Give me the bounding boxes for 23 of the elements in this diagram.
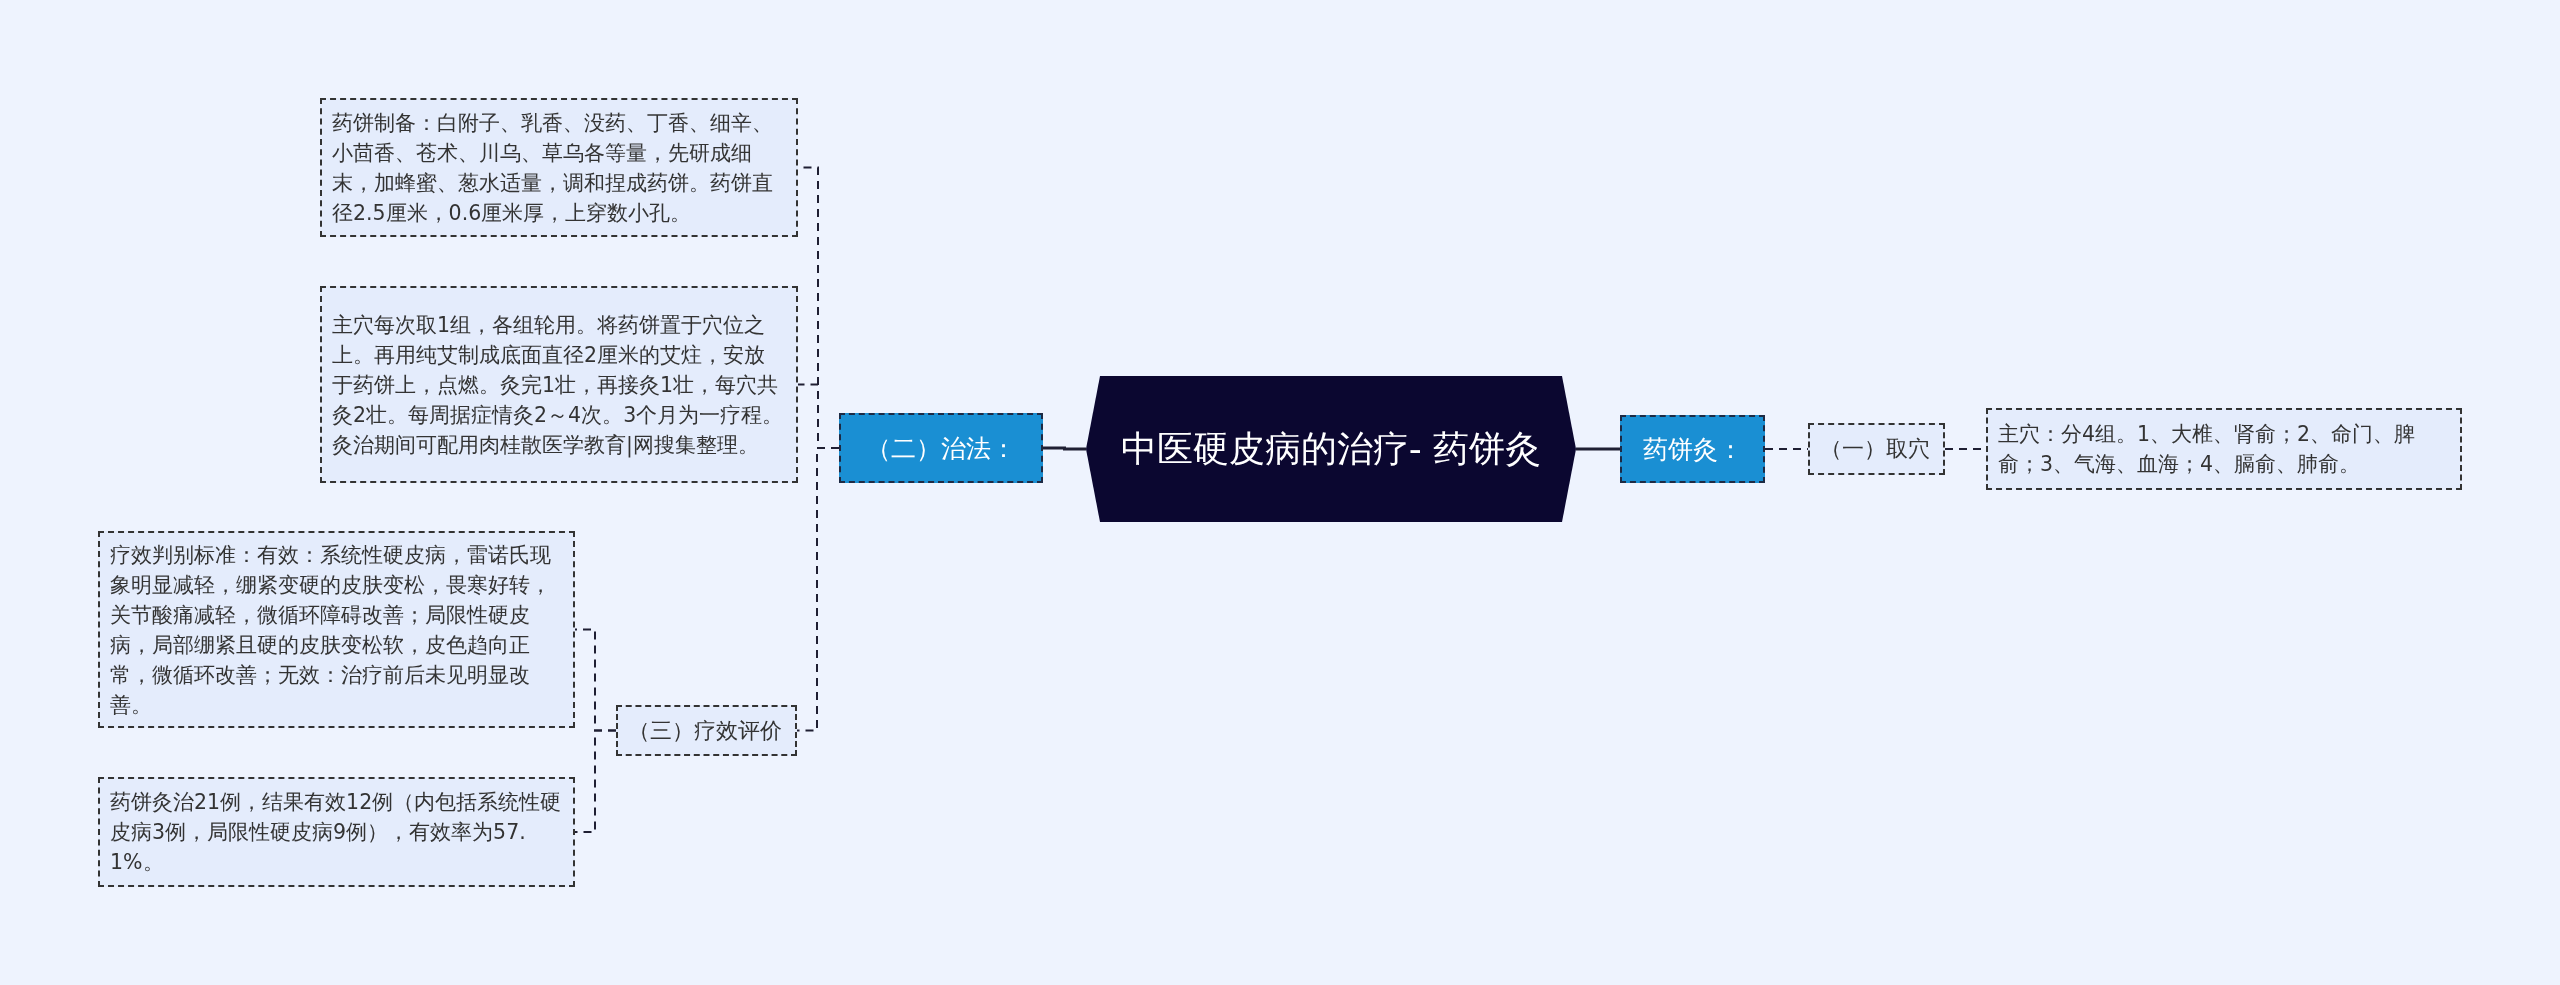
note-box <box>98 531 575 728</box>
subtopic-box <box>1808 423 1945 475</box>
node-text: 主穴每次取1组，各组轮用。将药饼置于穴位之上。再用纯艾制成底面直径2厘米的艾炷，安放于药饼上，点燃。灸完1壮，再接灸1壮，每穴共灸2壮。每周据症情灸2～4次。3个月为一疗程。灸治期间可配用肉桂散医学教育|网搜集整理。 <box>331 311 785 460</box>
node-text: 主穴：分4组。1、大椎、肾俞；2、命门、脾俞；3、气海、血海；4、膈俞、肺俞。 <box>1997 421 2417 478</box>
connector-line <box>1043 446 1086 451</box>
connector-line <box>574 729 617 833</box>
note-box <box>98 777 575 887</box>
connector-line <box>796 447 840 732</box>
note-box <box>320 98 798 237</box>
node-text: 药饼灸治21例，结果有效12例（内包括系统性硬皮病3例，局限性硬皮病9例），有效率为57.1%。 <box>109 789 563 876</box>
node-text: 药饼制备：白附子、乳香、没药、丁香、细辛、小茴香、苍术、川乌、草乌各等量，先研成细末，加蜂蜜、葱水适量，调和捏成药饼。药饼直径2.5厘米，0.6厘米厚，上穿数小孔。 <box>331 109 774 227</box>
node-text: 药饼灸： <box>1642 433 1743 466</box>
node-text: （三）疗效评价 <box>627 716 783 745</box>
subtopic-box <box>616 705 797 756</box>
node-text: 疗效判别标准：有效：系统性硬皮病，雷诺氏现象明显减轻，绷紧变硬的皮肤变松，畏寒好转，关节酸痛减轻，微循环障碍改善；局限性硬皮病，局部绷紧且硬的皮肤变松软，皮色趋向正常，微循环改善；无效：治疗前后未见明显改善。 <box>109 541 552 719</box>
note-box <box>1986 408 2462 490</box>
topic-box <box>839 413 1043 483</box>
node-text: 中医硬皮病的治疗- 药饼灸 <box>1119 427 1543 471</box>
note-box <box>320 286 798 483</box>
topic-box <box>1620 415 1765 483</box>
connector-line <box>1576 447 1620 451</box>
node-text: （一）取穴 <box>1819 435 1931 463</box>
node-text: （二）治法： <box>866 432 1016 465</box>
